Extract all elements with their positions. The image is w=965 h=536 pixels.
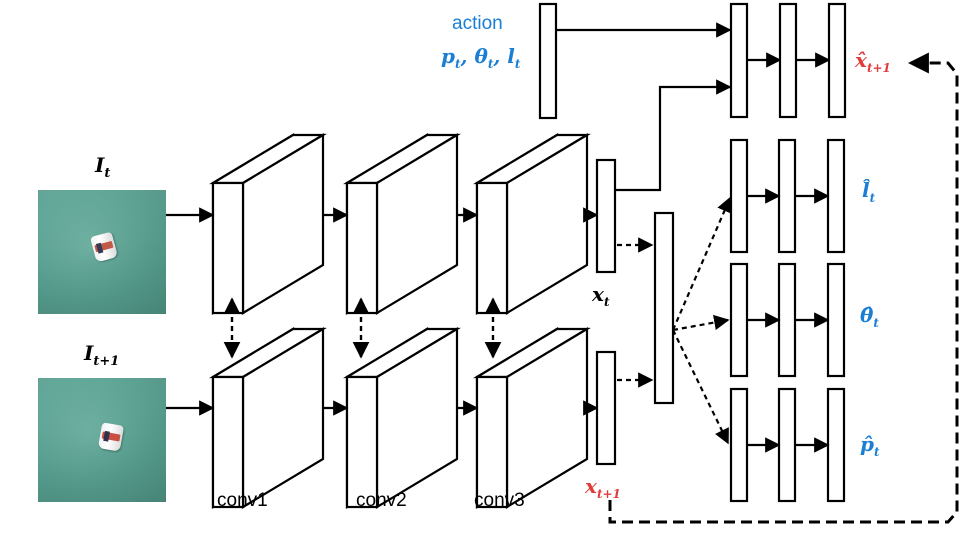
output-xhat-label: x̂t+1 <box>855 48 891 75</box>
action-params: pt, θt, lt <box>441 44 521 71</box>
input-image-t1 <box>38 378 166 502</box>
output-phat-label: p̂t <box>860 432 880 459</box>
action-title: action <box>452 13 503 34</box>
forward-model-arrows <box>556 22 831 192</box>
output-lhat-label: l̂t <box>862 178 876 205</box>
concat-vector <box>653 211 675 405</box>
output-thetahat-label: θ̂t <box>860 303 879 330</box>
conv3-block-top <box>473 133 591 315</box>
feature-xt1-label: xt+1 <box>585 474 621 501</box>
conv2-label: conv2 <box>356 490 407 511</box>
conv2-block-top <box>343 133 461 315</box>
conv1-block-top <box>209 133 327 315</box>
feature-xt-label: xt <box>592 282 610 309</box>
feature-xt <box>595 158 617 274</box>
feature-xt1 <box>595 350 617 466</box>
conv1-label: conv1 <box>217 490 268 511</box>
concat-arrows <box>617 196 732 445</box>
conv3-block-bottom <box>473 327 591 509</box>
input-image-t <box>38 190 166 314</box>
loss-feedback-loop <box>608 52 959 524</box>
input-t-label: It <box>95 153 111 181</box>
shared-weight-arrows <box>223 297 502 359</box>
inverse-model-head-l <box>729 138 846 254</box>
action-vector <box>538 2 558 120</box>
forward-arrows <box>166 207 599 416</box>
conv2-block-bottom <box>343 327 461 509</box>
conv3-label: conv3 <box>474 490 525 511</box>
input-t1-label: It+1 <box>84 341 120 369</box>
forward-model-layers <box>729 2 847 119</box>
inverse-model-arrows <box>747 188 830 453</box>
conv1-block-bottom <box>209 327 327 509</box>
